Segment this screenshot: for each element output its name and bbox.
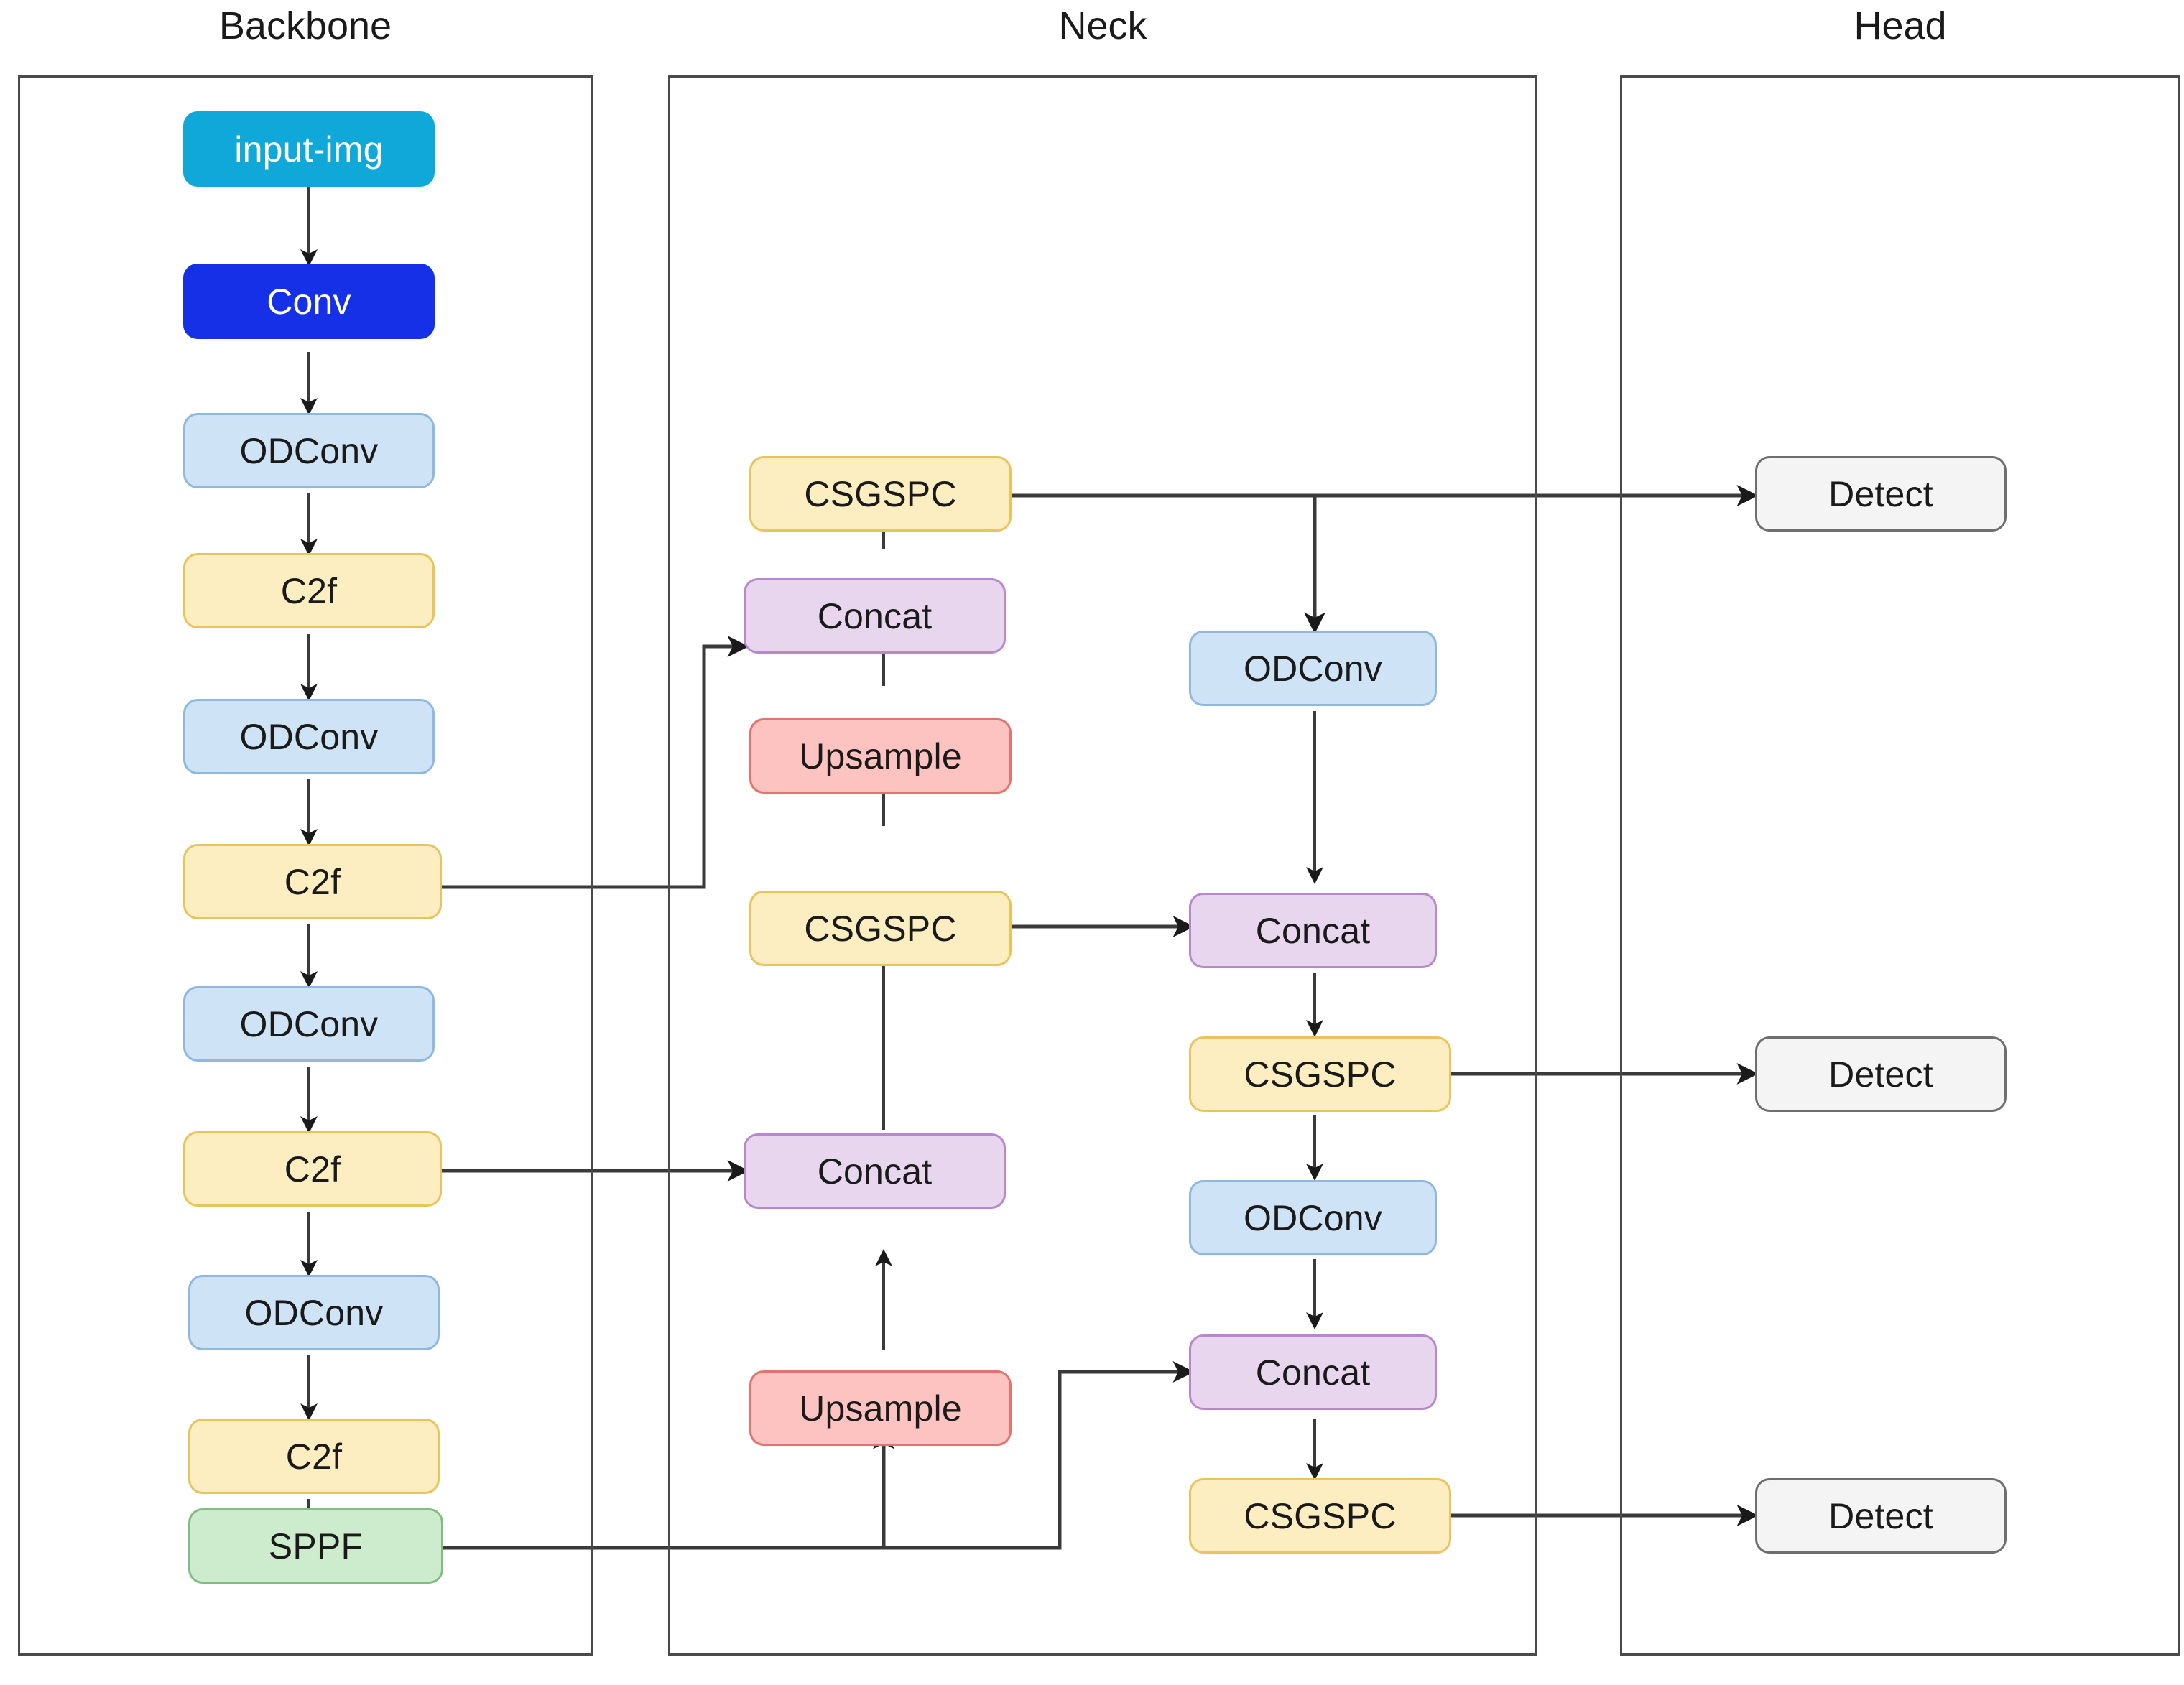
- node-sppf[interactable]: SPPF: [188, 1508, 443, 1584]
- node-label: Upsample: [799, 1388, 962, 1429]
- section-title-backbone: Backbone: [218, 4, 392, 47]
- node-odconv-neck-2[interactable]: ODConv: [1189, 1180, 1437, 1255]
- node-label: ODConv: [239, 1003, 379, 1044]
- head-container: [1620, 75, 2180, 1656]
- node-label: C2f: [285, 1436, 343, 1477]
- neck-container: [668, 75, 1537, 1656]
- node-conv[interactable]: Conv: [183, 264, 435, 339]
- node-label: CSGSPC: [804, 908, 957, 949]
- node-label: Detect: [1828, 1054, 1933, 1095]
- backbone-container: [18, 75, 593, 1656]
- node-csgspc-mid[interactable]: CSGSPC: [749, 891, 1012, 966]
- node-concat-neck-1[interactable]: Concat: [1189, 893, 1437, 968]
- node-label: Concat: [1255, 910, 1371, 951]
- node-detect-2[interactable]: Detect: [1755, 1036, 2007, 1112]
- node-detect-1[interactable]: Detect: [1755, 456, 2007, 532]
- node-input-img[interactable]: input-img: [183, 111, 435, 187]
- node-c2f-1[interactable]: C2f: [183, 553, 435, 628]
- node-odconv-neck-1[interactable]: ODConv: [1189, 631, 1437, 706]
- node-label: ODConv: [239, 716, 379, 757]
- node-label: ODConv: [244, 1292, 384, 1333]
- node-label: SPPF: [268, 1526, 364, 1566]
- node-csgspc-neck-1[interactable]: CSGSPC: [1189, 1036, 1451, 1112]
- node-label: CSGSPC: [1244, 1054, 1397, 1095]
- node-csgspc-neck-2[interactable]: CSGSPC: [1189, 1478, 1451, 1554]
- node-detect-3[interactable]: Detect: [1755, 1478, 2007, 1554]
- node-label: Upsample: [799, 735, 962, 776]
- node-label: Detect: [1828, 473, 1933, 514]
- node-label: ODConv: [1244, 1197, 1382, 1238]
- node-odconv-1[interactable]: ODConv: [183, 413, 435, 488]
- node-label: C2f: [280, 570, 338, 611]
- node-concat-mid[interactable]: Concat: [744, 1133, 1006, 1209]
- node-odconv-3[interactable]: ODConv: [183, 986, 435, 1062]
- node-label: Conv: [267, 281, 351, 322]
- node-upsample-top[interactable]: Upsample: [749, 718, 1012, 794]
- node-concat-neck-2[interactable]: Concat: [1189, 1334, 1437, 1410]
- node-upsample-bot[interactable]: Upsample: [749, 1370, 1012, 1446]
- node-label: Concat: [817, 1151, 933, 1192]
- node-label: Detect: [1828, 1495, 1933, 1536]
- node-concat-top[interactable]: Concat: [744, 578, 1006, 654]
- node-c2f-2[interactable]: C2f: [183, 844, 442, 919]
- node-odconv-2[interactable]: ODConv: [183, 699, 435, 774]
- node-label: CSGSPC: [804, 473, 957, 514]
- node-label: ODConv: [239, 430, 379, 471]
- node-label: C2f: [284, 1148, 341, 1189]
- node-c2f-4[interactable]: C2f: [188, 1419, 440, 1494]
- node-label: Concat: [1255, 1352, 1371, 1393]
- node-csgspc-top[interactable]: CSGSPC: [749, 456, 1012, 532]
- node-odconv-4[interactable]: ODConv: [188, 1275, 440, 1350]
- section-title-neck: Neck: [1058, 4, 1147, 47]
- section-title-head: Head: [1854, 4, 1947, 47]
- node-label: C2f: [284, 861, 341, 902]
- node-label: ODConv: [1244, 648, 1382, 689]
- node-c2f-3[interactable]: C2f: [183, 1131, 442, 1207]
- node-label: input-img: [234, 129, 384, 170]
- node-label: Concat: [817, 595, 933, 636]
- node-label: CSGSPC: [1244, 1495, 1397, 1536]
